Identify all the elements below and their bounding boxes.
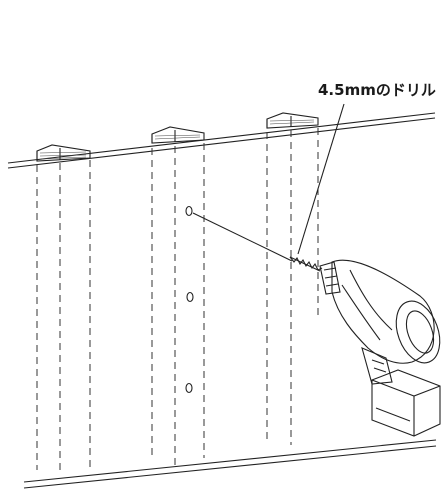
hole-middle xyxy=(186,291,194,303)
power-drill-icon xyxy=(319,259,441,437)
drill-size-label: 4.5mmのドリル xyxy=(318,81,436,99)
stud-center xyxy=(151,126,205,465)
drill-bit-icon xyxy=(289,256,323,272)
drill-holes xyxy=(185,205,194,394)
wall-top-edge xyxy=(7,112,436,169)
stud-right xyxy=(266,112,319,445)
callout-leader-line xyxy=(297,103,345,255)
alignment-line xyxy=(192,212,293,262)
hole-top xyxy=(185,205,193,217)
hole-bottom xyxy=(185,382,193,394)
stud-left xyxy=(36,144,91,470)
wall-bottom-edge xyxy=(23,439,437,489)
